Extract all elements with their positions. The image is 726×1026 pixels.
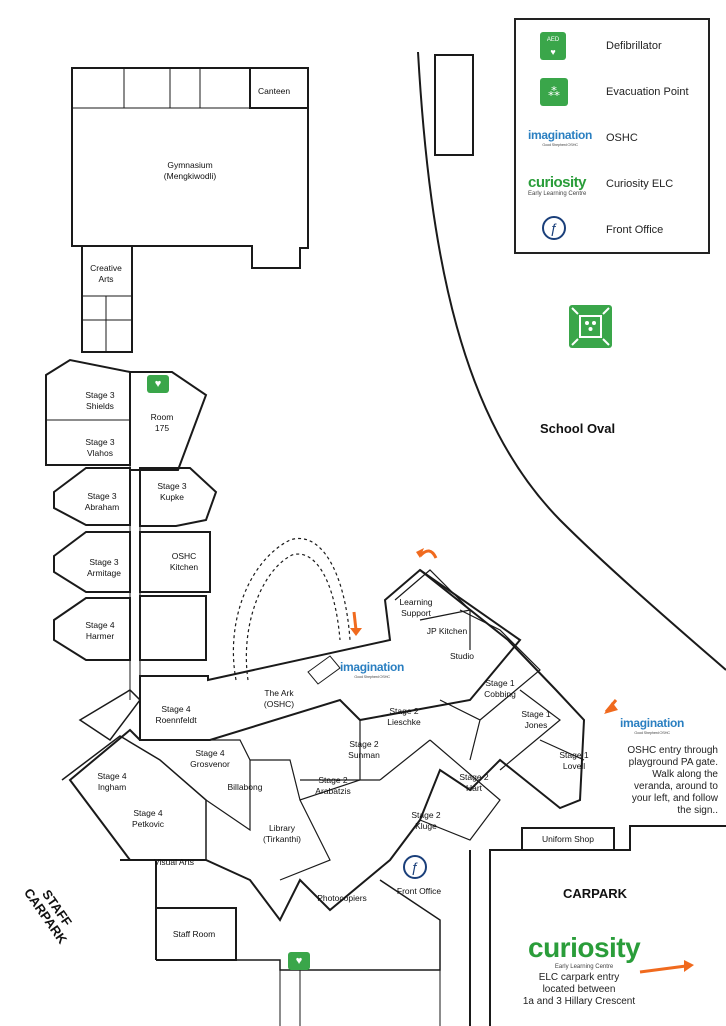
legend-defibrillator: AED♥ Defibrillator	[516, 28, 708, 68]
room-label: Stage 1 Cobbing	[484, 678, 516, 699]
room-label: Creative Arts	[90, 263, 122, 284]
legend-label: Evacuation Point	[606, 86, 689, 98]
room-label: Room 175	[150, 412, 174, 433]
map-legend: AED♥ Defibrillator ⁂ Evacuation Point im…	[514, 18, 710, 254]
room-label: Front Office	[396, 886, 442, 896]
legend-label: Defibrillator	[606, 40, 662, 52]
room-label: Stage 3 Shields	[85, 390, 115, 411]
room-label: Studio	[449, 651, 475, 661]
room-label: Stage 3 Kupke	[157, 481, 187, 502]
room-label: Stage 2 Sunman	[348, 739, 380, 760]
elc-entry-note: ELC carpark entry located between 1a and…	[522, 972, 636, 1007]
room-label: Staff Room	[172, 929, 216, 939]
legend-front-office: ƒ Front Office	[516, 212, 708, 252]
school-oval-label: School Oval	[540, 421, 616, 436]
room-label: Stage 3 Abraham	[84, 491, 120, 512]
room-label: Stage 1 Lovell	[559, 750, 589, 771]
room-label: Gymnasium (Mengkiwodli)	[163, 160, 217, 181]
aed-icon: ♥	[288, 952, 310, 970]
room-label: Stage 2 Hart	[459, 772, 489, 793]
room-label: Stage 2 Kluge	[411, 810, 441, 831]
oshc-entry-note: OSHC entry through playground PA gate. W…	[627, 745, 718, 816]
room-label: Stage 2 Arabatzis	[315, 775, 351, 796]
legend-label: OSHC	[606, 132, 638, 144]
room-label: Stage 1 Jones	[521, 709, 551, 730]
room-label: JP Kitchen	[426, 626, 468, 636]
room-label: Stage 3 Armitage	[86, 557, 121, 578]
aed-icon: ♥	[147, 375, 169, 393]
room-label: Stage 4 Ingham	[97, 771, 127, 792]
room-label: Stage 3 Vlahos	[85, 437, 115, 458]
front-office-icon: ƒ	[403, 855, 427, 879]
room-label: Canteen	[258, 86, 291, 96]
room-label: Photocopiers	[317, 893, 367, 903]
evacuation-icon: ⁂	[540, 78, 568, 106]
room-label: Library (Tirkanthi)	[263, 823, 301, 844]
front-office-icon: ƒ	[542, 216, 566, 240]
room-label: Stage 4 Grosvenor	[190, 748, 230, 769]
carpark-label: CARPARK	[563, 886, 628, 901]
room-label: Uniform Shop	[542, 834, 594, 844]
legend-label: Curiosity ELC	[606, 178, 674, 190]
room-label: OSHC Kitchen	[169, 551, 199, 572]
legend-label: Front Office	[606, 224, 664, 236]
aed-icon: AED♥	[540, 32, 566, 60]
room-label: Stage 4 Petkovic	[131, 808, 165, 829]
room-label: Visual Arts	[153, 857, 194, 867]
room-label: Stage 4 Harmer	[85, 620, 115, 641]
room-label: Stage 4 Roennfeldt	[155, 704, 197, 725]
evacuation-point-icon	[569, 305, 612, 348]
aed-label: AED	[546, 37, 560, 43]
room-label: Stage 2 Lieschke	[387, 706, 421, 727]
legend-evacuation: ⁂ Evacuation Point	[516, 74, 708, 114]
room-label: Learning Support	[399, 597, 433, 618]
room-label: The Ark (OSHC)	[263, 688, 295, 709]
room-label: Billabong	[227, 782, 263, 792]
